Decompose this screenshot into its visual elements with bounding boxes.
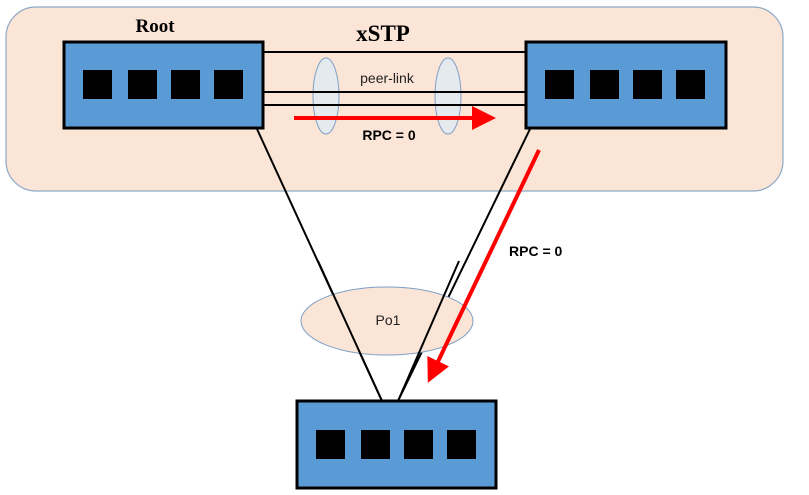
switch-port (214, 70, 243, 99)
switch-port (171, 70, 200, 99)
peer-link-bundle-right (434, 57, 462, 135)
xstp-domain-label: xSTP (356, 21, 410, 46)
downstream-switch[interactable] (295, 399, 498, 490)
switch-port (590, 70, 619, 99)
peer-link-overlay (397, 260, 460, 402)
peer-link-bundle-left (312, 57, 340, 135)
switch-port (404, 430, 433, 459)
switch-port (447, 430, 476, 459)
root-label: Root (135, 16, 175, 37)
downlink-rpc-label: RPC = 0 (509, 243, 563, 259)
root-switch[interactable] (62, 40, 265, 130)
switch-port (83, 70, 112, 99)
switch-port (316, 430, 345, 459)
downlink-rpc-arrow (427, 149, 541, 383)
peer-rpc-label: RPC = 0 (362, 127, 416, 143)
switch-port (545, 70, 574, 99)
peer-switch[interactable] (524, 40, 728, 130)
switch-port (128, 70, 157, 99)
po1-label: Po1 (376, 312, 401, 328)
peer-link-label: peer-link (360, 70, 415, 86)
peer-to-downstream-link (397, 128, 531, 402)
root-link-overlay (317, 260, 383, 402)
switch-port (676, 70, 705, 99)
port-channel-po1 (300, 286, 474, 356)
switch-port (361, 430, 390, 459)
switch-port (633, 70, 662, 99)
